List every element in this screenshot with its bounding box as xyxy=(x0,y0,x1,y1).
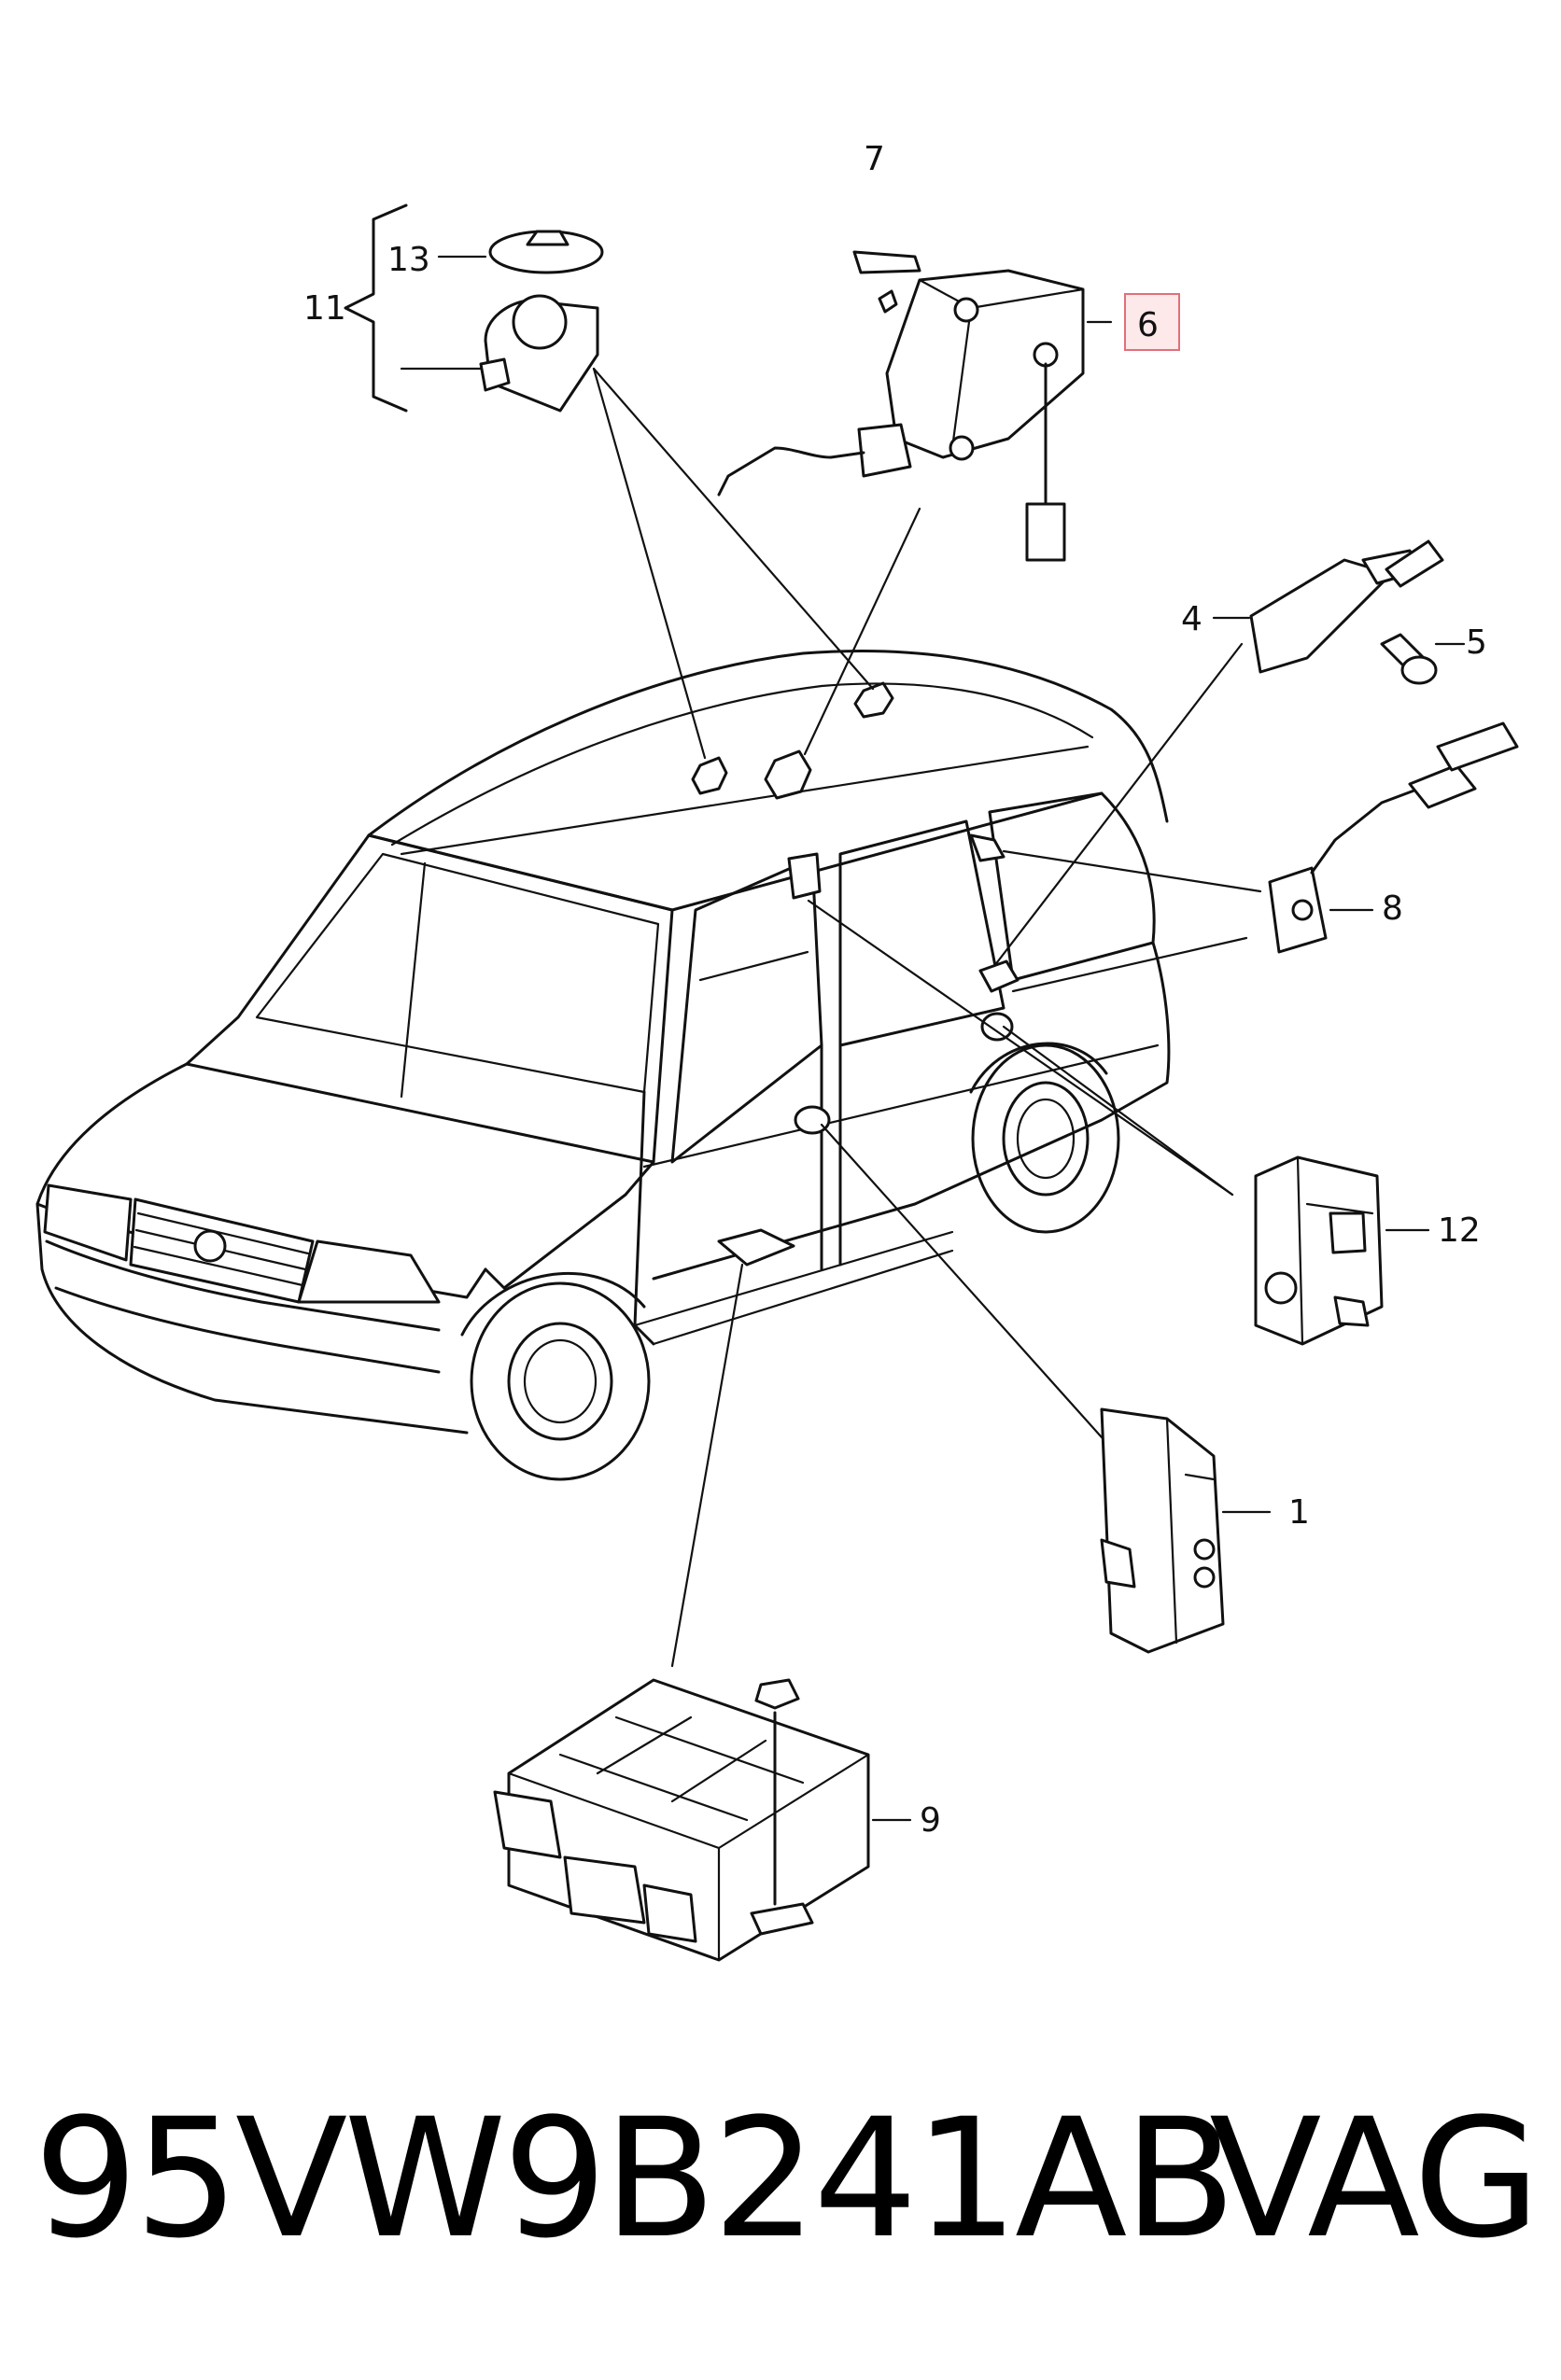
callout-1[interactable]: 1 xyxy=(1288,1493,1310,1532)
control-unit-part-9 xyxy=(493,1678,912,1962)
locator-marker xyxy=(969,833,1006,862)
locator-marker xyxy=(691,756,728,795)
callout-9[interactable]: 9 xyxy=(920,1801,941,1840)
callout-4[interactable]: 4 xyxy=(1181,600,1202,638)
locator-marker xyxy=(978,959,1020,993)
locator-marker xyxy=(787,852,822,900)
callout-12[interactable]: 12 xyxy=(1438,1211,1481,1250)
switch-part-12 xyxy=(1254,1155,1430,1346)
callout-11[interactable]: 11 xyxy=(303,289,346,328)
locator-marker xyxy=(717,1228,795,1267)
callout-labels: 7 13 11 6 4 5 8 12 1 9 xyxy=(303,140,1487,1840)
leader-lines xyxy=(592,367,1262,1668)
locator-marker xyxy=(853,681,894,719)
callout-7[interactable]: 7 xyxy=(864,140,885,178)
interior-light-assembly xyxy=(344,203,604,413)
callout-5[interactable]: 5 xyxy=(1466,623,1487,662)
locator-marker xyxy=(764,749,812,800)
callout-13[interactable]: 13 xyxy=(387,241,430,279)
callout-6-highlight xyxy=(1124,293,1180,351)
fuel-flap-actuator xyxy=(717,250,1113,562)
part-number: 95VW9B241AB xyxy=(34,2083,1236,2275)
vehicle-illustration xyxy=(35,650,1171,1481)
footer-caption: 95VW9B241AB VAG xyxy=(34,2083,1540,2275)
callout-6[interactable]: 6 xyxy=(1137,306,1159,344)
switch-part-4 xyxy=(1212,539,1444,674)
rear-wheel xyxy=(969,1042,1120,1234)
door-lock-part-1 xyxy=(1100,1407,1272,1654)
sensor-part-8 xyxy=(1268,721,1519,954)
callout-8[interactable]: 8 xyxy=(1382,889,1403,928)
screw-part-5 xyxy=(1380,633,1466,685)
brand-name: VAG xyxy=(1209,2083,1540,2275)
front-wheel xyxy=(460,1271,651,1481)
